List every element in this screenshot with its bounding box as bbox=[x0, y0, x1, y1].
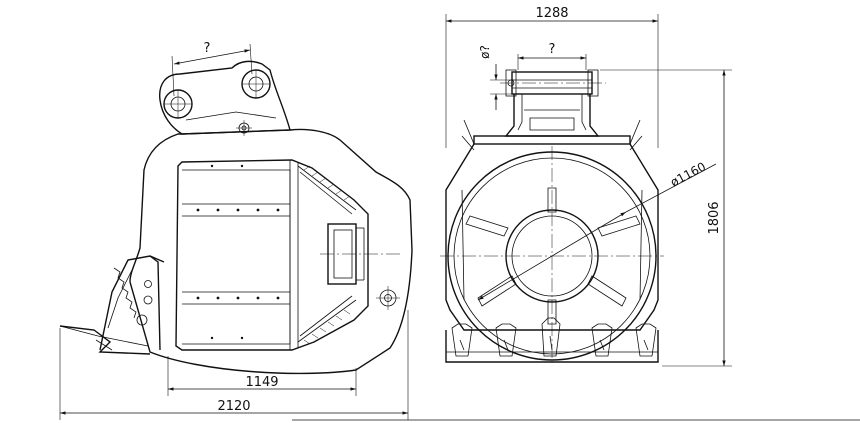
front-dim-1288: 1288 bbox=[535, 6, 568, 21]
side-pin-spacing-label: ? bbox=[204, 41, 211, 56]
front-pin-spacing-label: ? bbox=[549, 42, 556, 57]
front-pin-diameter-label: ø? bbox=[478, 45, 492, 59]
side-dim-2120: 2120 bbox=[217, 399, 250, 414]
side-right-bolt-icon bbox=[376, 286, 400, 310]
side-top-bolt-icon bbox=[236, 120, 252, 136]
front-dim-1160: ø1160 bbox=[668, 159, 708, 189]
side-dim-1149: 1149 bbox=[245, 375, 278, 390]
front-view: 1288 ? ø? bbox=[440, 6, 732, 367]
side-view: ? bbox=[59, 41, 413, 420]
front-dim-1806: 1806 bbox=[707, 201, 722, 234]
